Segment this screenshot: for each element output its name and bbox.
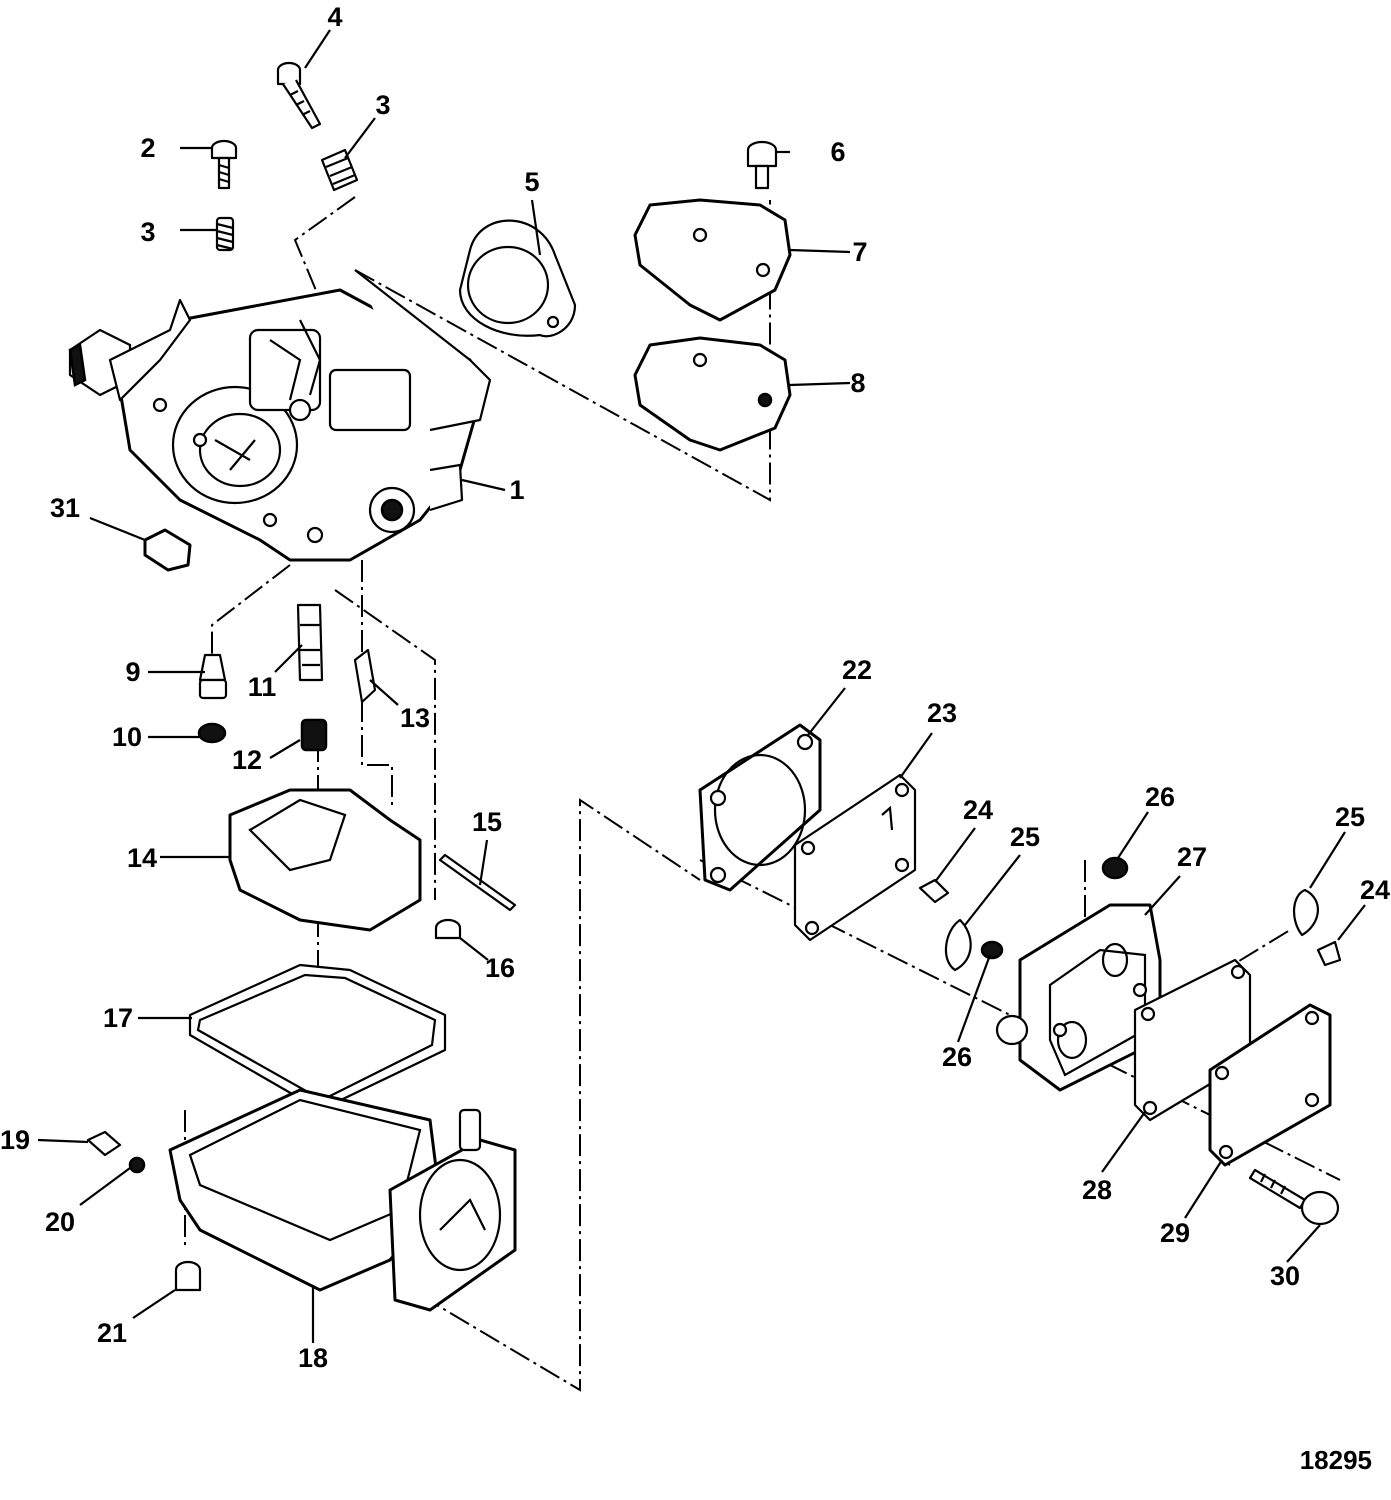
callout-12: 12	[232, 745, 262, 775]
callout-16: 16	[485, 953, 515, 983]
jets-and-needle	[197, 603, 377, 752]
callout-23: 23	[927, 698, 957, 728]
float-assembly	[228, 788, 517, 940]
figure-number: 18295	[1300, 1445, 1372, 1475]
callout-6: 6	[830, 137, 845, 167]
small-block-31	[143, 528, 192, 572]
callout-24: 24	[963, 795, 993, 825]
callout-14: 14	[127, 843, 157, 873]
callout-9: 9	[125, 657, 140, 687]
callout-27: 27	[1177, 842, 1207, 872]
carburetor-body	[68, 269, 492, 562]
callout-28: 28	[1082, 1175, 1112, 1205]
callout-10: 10	[112, 722, 142, 752]
callout-1: 1	[509, 475, 524, 505]
callout-24: 24	[1360, 875, 1390, 905]
callout-5: 5	[524, 167, 539, 197]
callout-3: 3	[375, 90, 390, 120]
callout-29: 29	[1160, 1218, 1190, 1248]
callout-11: 11	[248, 672, 277, 702]
callout-26: 26	[942, 1042, 972, 1072]
callout-26: 26	[1145, 782, 1175, 812]
top-screws-and-springs	[210, 61, 778, 252]
callout-21: 21	[97, 1318, 127, 1348]
bowl-gasket	[188, 963, 447, 1112]
gasket-ring	[458, 219, 577, 338]
callout-22: 22	[842, 655, 872, 685]
callout-13: 13	[400, 703, 430, 733]
callout-8: 8	[850, 368, 865, 398]
callout-labels: 4 2 3 3 5 6 7 8 1 31 9 11 13 10 12 15 14…	[0, 2, 1390, 1373]
callout-19: 19	[0, 1125, 30, 1155]
callout-4: 4	[327, 2, 342, 32]
callout-7: 7	[852, 237, 867, 267]
callout-31: 31	[50, 493, 80, 523]
callout-15: 15	[472, 807, 502, 837]
callout-25: 25	[1010, 822, 1040, 852]
callout-25: 25	[1335, 802, 1365, 832]
callout-2: 2	[140, 133, 155, 163]
callout-17: 17	[103, 1003, 133, 1033]
callout-20: 20	[45, 1207, 75, 1237]
callout-18: 18	[298, 1343, 328, 1373]
float-bowl	[86, 1088, 517, 1312]
fuel-pump-components	[698, 723, 1342, 1226]
callout-30: 30	[1270, 1261, 1300, 1291]
callout-3: 3	[140, 217, 155, 247]
leader-lines	[37, 29, 1366, 1343]
cover-plate-and-gasket	[633, 198, 792, 452]
